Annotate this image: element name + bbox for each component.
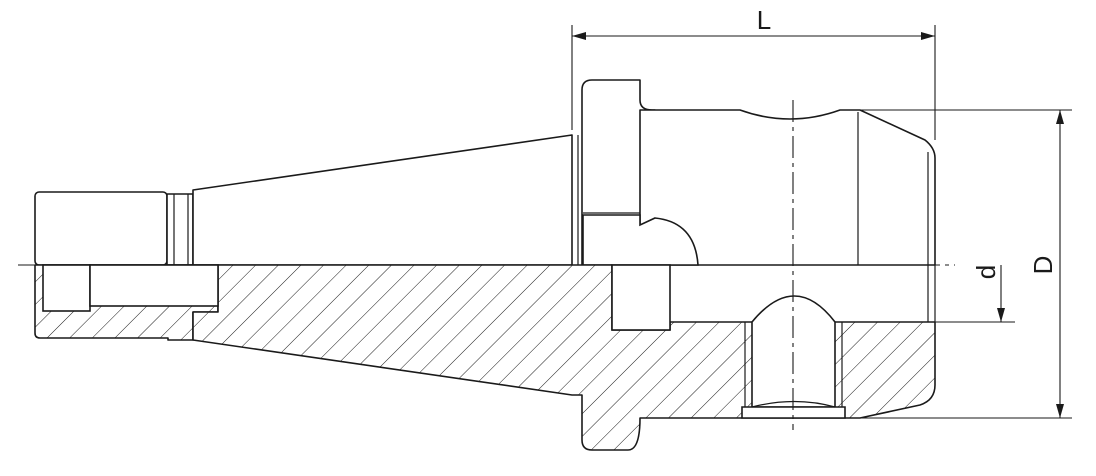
- upper-exterior-view: [34, 79, 936, 266]
- collet-bore: [42, 264, 91, 312]
- dimension-diameter: D: [860, 109, 1072, 419]
- collet-nose-upper: [34, 191, 168, 266]
- dimension-label-l: L: [757, 5, 771, 35]
- taper-cone-upper: [192, 134, 573, 266]
- collet-bore-inner: [89, 264, 219, 307]
- dimension-label-d-upper: D: [1028, 256, 1058, 275]
- dimension-bore: d: [935, 265, 1015, 323]
- cross-hole: [751, 295, 836, 408]
- flange-bore: [611, 264, 671, 331]
- dimension-length: L: [571, 5, 936, 140]
- lower-section-view: [34, 264, 936, 451]
- neck-groove-upper: [166, 193, 194, 266]
- dimension-label-d-lower: d: [971, 265, 1001, 279]
- body-upper: [639, 109, 936, 266]
- inner-step-upper: [582, 214, 699, 266]
- cross-hole-seat: [741, 406, 846, 419]
- section-taper-lower: [192, 264, 936, 451]
